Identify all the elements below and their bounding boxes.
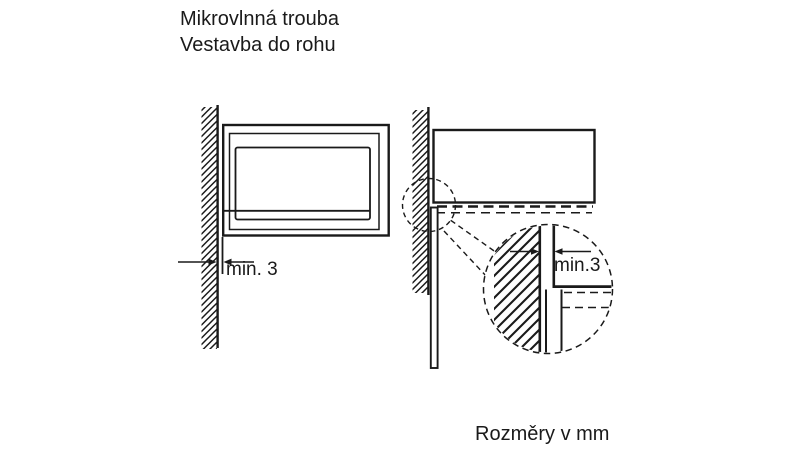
left-wall-hatching [201,107,217,349]
microwave-body-outline [432,128,596,204]
detail-leader-line-upper [450,219,496,253]
microwave-side [432,128,596,214]
left-clearance-dimension [178,237,254,274]
microwave-door [234,146,371,221]
diagram-title-line1: Mikrovlnná trouba [180,8,339,30]
arrow-left-icon [554,248,563,255]
detail-dimension-label: min.3 [554,255,601,276]
detail-view-contents [494,225,612,353]
side-trim-panel [429,206,439,369]
arrow-right-icon [531,248,539,255]
arrow-right-icon [208,258,217,266]
microwave-front [221,123,390,237]
right-diagram-side-view [401,107,614,369]
microwave-inner-frame [228,132,380,231]
right-wall-hatching [412,110,429,293]
microwave-outer-frame [221,123,390,237]
arrow-left-icon [223,258,232,266]
detail-wall-hatching [494,225,540,353]
right-wall [412,107,430,295]
detail-leader-line-lower [443,230,488,278]
detail-clearance-dimension [510,248,591,255]
units-caption: Rozměry v mm [475,423,610,445]
diagram-title-line2: Vestavba do rohu [180,34,336,56]
corner-highlight-circle [401,177,457,233]
left-diagram-front-view [178,105,390,349]
left-wall [201,105,219,349]
left-dimension-label: min. 3 [226,259,278,280]
diagram-title: Mikrovlnná trouba Vestavba do rohu [180,6,339,58]
